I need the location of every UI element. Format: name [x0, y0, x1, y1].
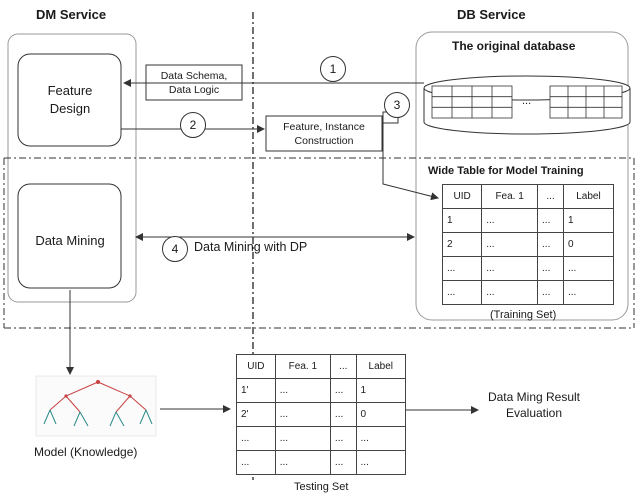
dm-service-header: DM Service [36, 7, 107, 22]
training-set-caption: (Training Set) [490, 309, 557, 321]
table-cell: ... [274, 450, 331, 475]
feature-design-box [17, 53, 122, 147]
table-cell: 1 [355, 378, 407, 403]
table-cell: 2' [236, 402, 276, 427]
table-row: 1 ... ... 1 [441, 208, 615, 233]
feature-construction-note-box [265, 115, 383, 152]
original-database-label: The original database [452, 39, 576, 53]
table-cell: 1 [562, 208, 615, 233]
table-cell: ... [329, 402, 357, 427]
table-cell: ... [481, 232, 539, 257]
database-ellipsis: ... [522, 95, 532, 107]
dm-service-outline [7, 33, 137, 303]
result-evaluation-label: Data Ming Result Evaluation [487, 390, 581, 421]
table-cell: ... [274, 378, 331, 403]
table-row: ... ... ... ... [441, 256, 615, 281]
table-cell: 1 [441, 208, 483, 233]
wide-table-header-cell: Label [562, 184, 615, 209]
table-cell: ... [329, 378, 357, 403]
table-cell: ... [236, 426, 276, 451]
table-row: 1' ... ... 1 [236, 378, 407, 403]
table-row: ... ... ... ... [441, 280, 615, 305]
db-service-header: DB Service [457, 7, 526, 22]
table-cell: ... [537, 256, 564, 281]
table-row: ... ... ... ... [236, 450, 407, 475]
table-cell: ... [537, 280, 564, 305]
data-mining-label: Data Mining [35, 233, 105, 248]
step-2-circle: 2 [180, 112, 206, 138]
database-grid-right [549, 85, 623, 119]
testing-table: UID Fea. 1 ... Label 1' ... ... 1 2' ...… [236, 354, 407, 475]
table-cell: 0 [562, 232, 615, 257]
step-4-circle: 4 [162, 236, 188, 262]
table-cell: ... [274, 402, 331, 427]
table-cell: ... [274, 426, 331, 451]
table-cell: ... [562, 280, 615, 305]
testing-table-header-cell: UID [236, 354, 276, 379]
wide-table-header-cell: UID [441, 184, 483, 209]
step-3-circle: 3 [384, 92, 410, 118]
table-cell: 1' [236, 378, 276, 403]
table-cell: ... [329, 450, 357, 475]
step-1-circle: 1 [320, 56, 346, 82]
dm-with-dp-label: Data Mining with DP [194, 240, 308, 254]
schema-logic-note: Data Schema, Data Logic [160, 70, 228, 97]
table-cell: ... [441, 256, 483, 281]
feature-construction-note: Feature, Instance Construction [283, 121, 365, 148]
table-cell: ... [355, 426, 407, 451]
table-cell: ... [537, 208, 564, 233]
wide-table-title: Wide Table for Model Training [428, 165, 584, 177]
testing-set-caption: Testing Set [294, 481, 349, 493]
model-tree-image [35, 375, 157, 437]
table-cell: 2 [441, 232, 483, 257]
testing-table-header-row: UID Fea. 1 ... Label [236, 354, 407, 379]
database-grid-left [431, 85, 513, 119]
table-cell: ... [355, 450, 407, 475]
table-row: 2 ... ... 0 [441, 232, 615, 257]
db-service-outline [415, 31, 629, 321]
data-mining-box [17, 183, 122, 289]
wide-table-header-row: UID Fea. 1 ... Label [441, 184, 615, 209]
table-cell: ... [562, 256, 615, 281]
model-label: Model (Knowledge) [34, 445, 138, 459]
table-cell: ... [481, 280, 539, 305]
table-cell: ... [481, 256, 539, 281]
wide-table: UID Fea. 1 ... Label 1 ... ... 1 2 ... .… [441, 184, 615, 305]
feature-design-label: Feature Design [47, 83, 93, 116]
table-cell: ... [537, 232, 564, 257]
table-cell: 0 [355, 402, 407, 427]
testing-table-header-cell: ... [329, 354, 357, 379]
table-cell: ... [441, 280, 483, 305]
table-cell: ... [236, 450, 276, 475]
wide-table-header-cell: ... [537, 184, 564, 209]
table-row: ... ... ... ... [236, 426, 407, 451]
table-cell: ... [329, 426, 357, 451]
testing-table-header-cell: Label [355, 354, 407, 379]
table-row: 2' ... ... 0 [236, 402, 407, 427]
wide-table-header-cell: Fea. 1 [481, 184, 539, 209]
table-cell: ... [481, 208, 539, 233]
testing-table-header-cell: Fea. 1 [274, 354, 331, 379]
